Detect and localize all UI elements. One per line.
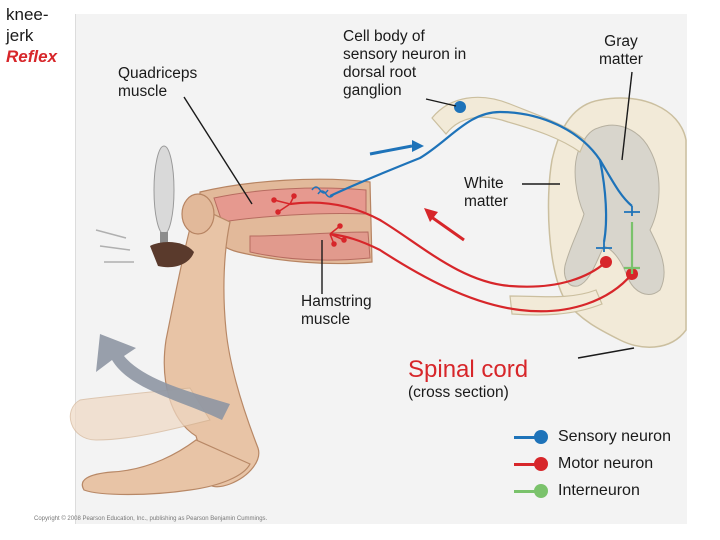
- sensory-neuron-branch: [598, 159, 608, 243]
- hamstring-label: Hamstring muscle: [301, 293, 372, 329]
- motor-cell-body-1: [600, 256, 612, 268]
- legend-motor-dot: [534, 457, 548, 471]
- quadriceps-label-line-1: Quadriceps: [118, 65, 198, 82]
- title-line-2: jerk: [6, 26, 34, 45]
- sensory-direction-arrow: [369, 144, 413, 156]
- hamstring-label-line-1: Hamstring: [301, 293, 372, 310]
- white-matter-label: White matter: [464, 175, 508, 211]
- cell-body-label-line-4: ganglion: [343, 82, 402, 99]
- spinal-cord-sublabel: (cross section): [408, 384, 509, 401]
- legend-interneuron-label: Interneuron: [558, 482, 640, 499]
- legend-interneuron-dot: [534, 484, 548, 498]
- legend-interneuron-line: [514, 489, 536, 493]
- diagram-title: knee- jerk Reflex: [6, 4, 57, 67]
- cell-body-label-line-2: sensory neuron in: [343, 46, 467, 63]
- legend-sensory-label: Sensory neuron: [558, 428, 671, 445]
- cell-body-label-line-1: Cell body of: [343, 28, 425, 45]
- legend-motor-line: [514, 462, 536, 466]
- motion-ghost-leg: [69, 387, 211, 441]
- kick-motion-arrow: [96, 334, 230, 420]
- legend-motor: Motor neuron: [514, 453, 653, 475]
- gray-matter-label-line-1: Gray: [604, 33, 638, 50]
- cell-body-label-line-3: dorsal root: [343, 64, 417, 81]
- sensory-synapse-terminals: [596, 206, 640, 252]
- cell-body-label: Cell body of sensory neuron in dorsal ro…: [343, 28, 466, 100]
- motor-neuron-hamstring: [329, 232, 633, 313]
- legend-sensory-line: [514, 435, 536, 439]
- reflex-hammer: [95, 145, 194, 268]
- copyright-notice: Copyright © 2008 Pearson Education, Inc.…: [34, 516, 268, 522]
- quadriceps-label-line-2: muscle: [118, 83, 168, 100]
- sensory-neuron-path: [329, 110, 633, 207]
- foot: [81, 439, 251, 496]
- white-matter-label-line-1: White: [464, 175, 504, 192]
- quadriceps-label: Quadriceps muscle: [118, 65, 197, 101]
- motor-end-plates-hamstring: [329, 223, 347, 247]
- spinal-cord-label: Spinal cord: [408, 356, 529, 383]
- hamstring-muscle: [249, 231, 371, 261]
- motor-neuron-quadriceps: [289, 201, 607, 288]
- legend-sensory-dot: [534, 430, 548, 444]
- sensory-arrowhead: [412, 140, 424, 152]
- dorsal-root: [431, 96, 586, 153]
- hamstring-label-line-2: muscle: [301, 311, 351, 328]
- kneecap: [181, 193, 215, 235]
- legend-motor-label: Motor neuron: [558, 455, 654, 472]
- title-line-3: Reflex: [6, 47, 58, 66]
- title-line-1: knee-: [6, 5, 49, 24]
- white-matter-label-line-2: matter: [464, 193, 508, 210]
- leader-lines: [183, 71, 635, 359]
- motor-direction-arrow: [429, 214, 465, 242]
- spinal-cord-cross-section: [547, 97, 687, 348]
- motor-end-plates-quadriceps: [271, 193, 297, 215]
- legend-interneuron: Interneuron: [514, 480, 640, 502]
- muscle-spindle-receptor: [311, 186, 335, 198]
- interneuron: [624, 222, 640, 274]
- gray-matter-label-line-2: matter: [599, 51, 643, 68]
- motor-arrowhead: [424, 208, 438, 222]
- gray-matter-label: Gray matter: [599, 33, 643, 69]
- legend-sensory: Sensory neuron: [514, 426, 671, 448]
- ventral-root: [509, 289, 603, 316]
- sensory-cell-body: [454, 101, 466, 113]
